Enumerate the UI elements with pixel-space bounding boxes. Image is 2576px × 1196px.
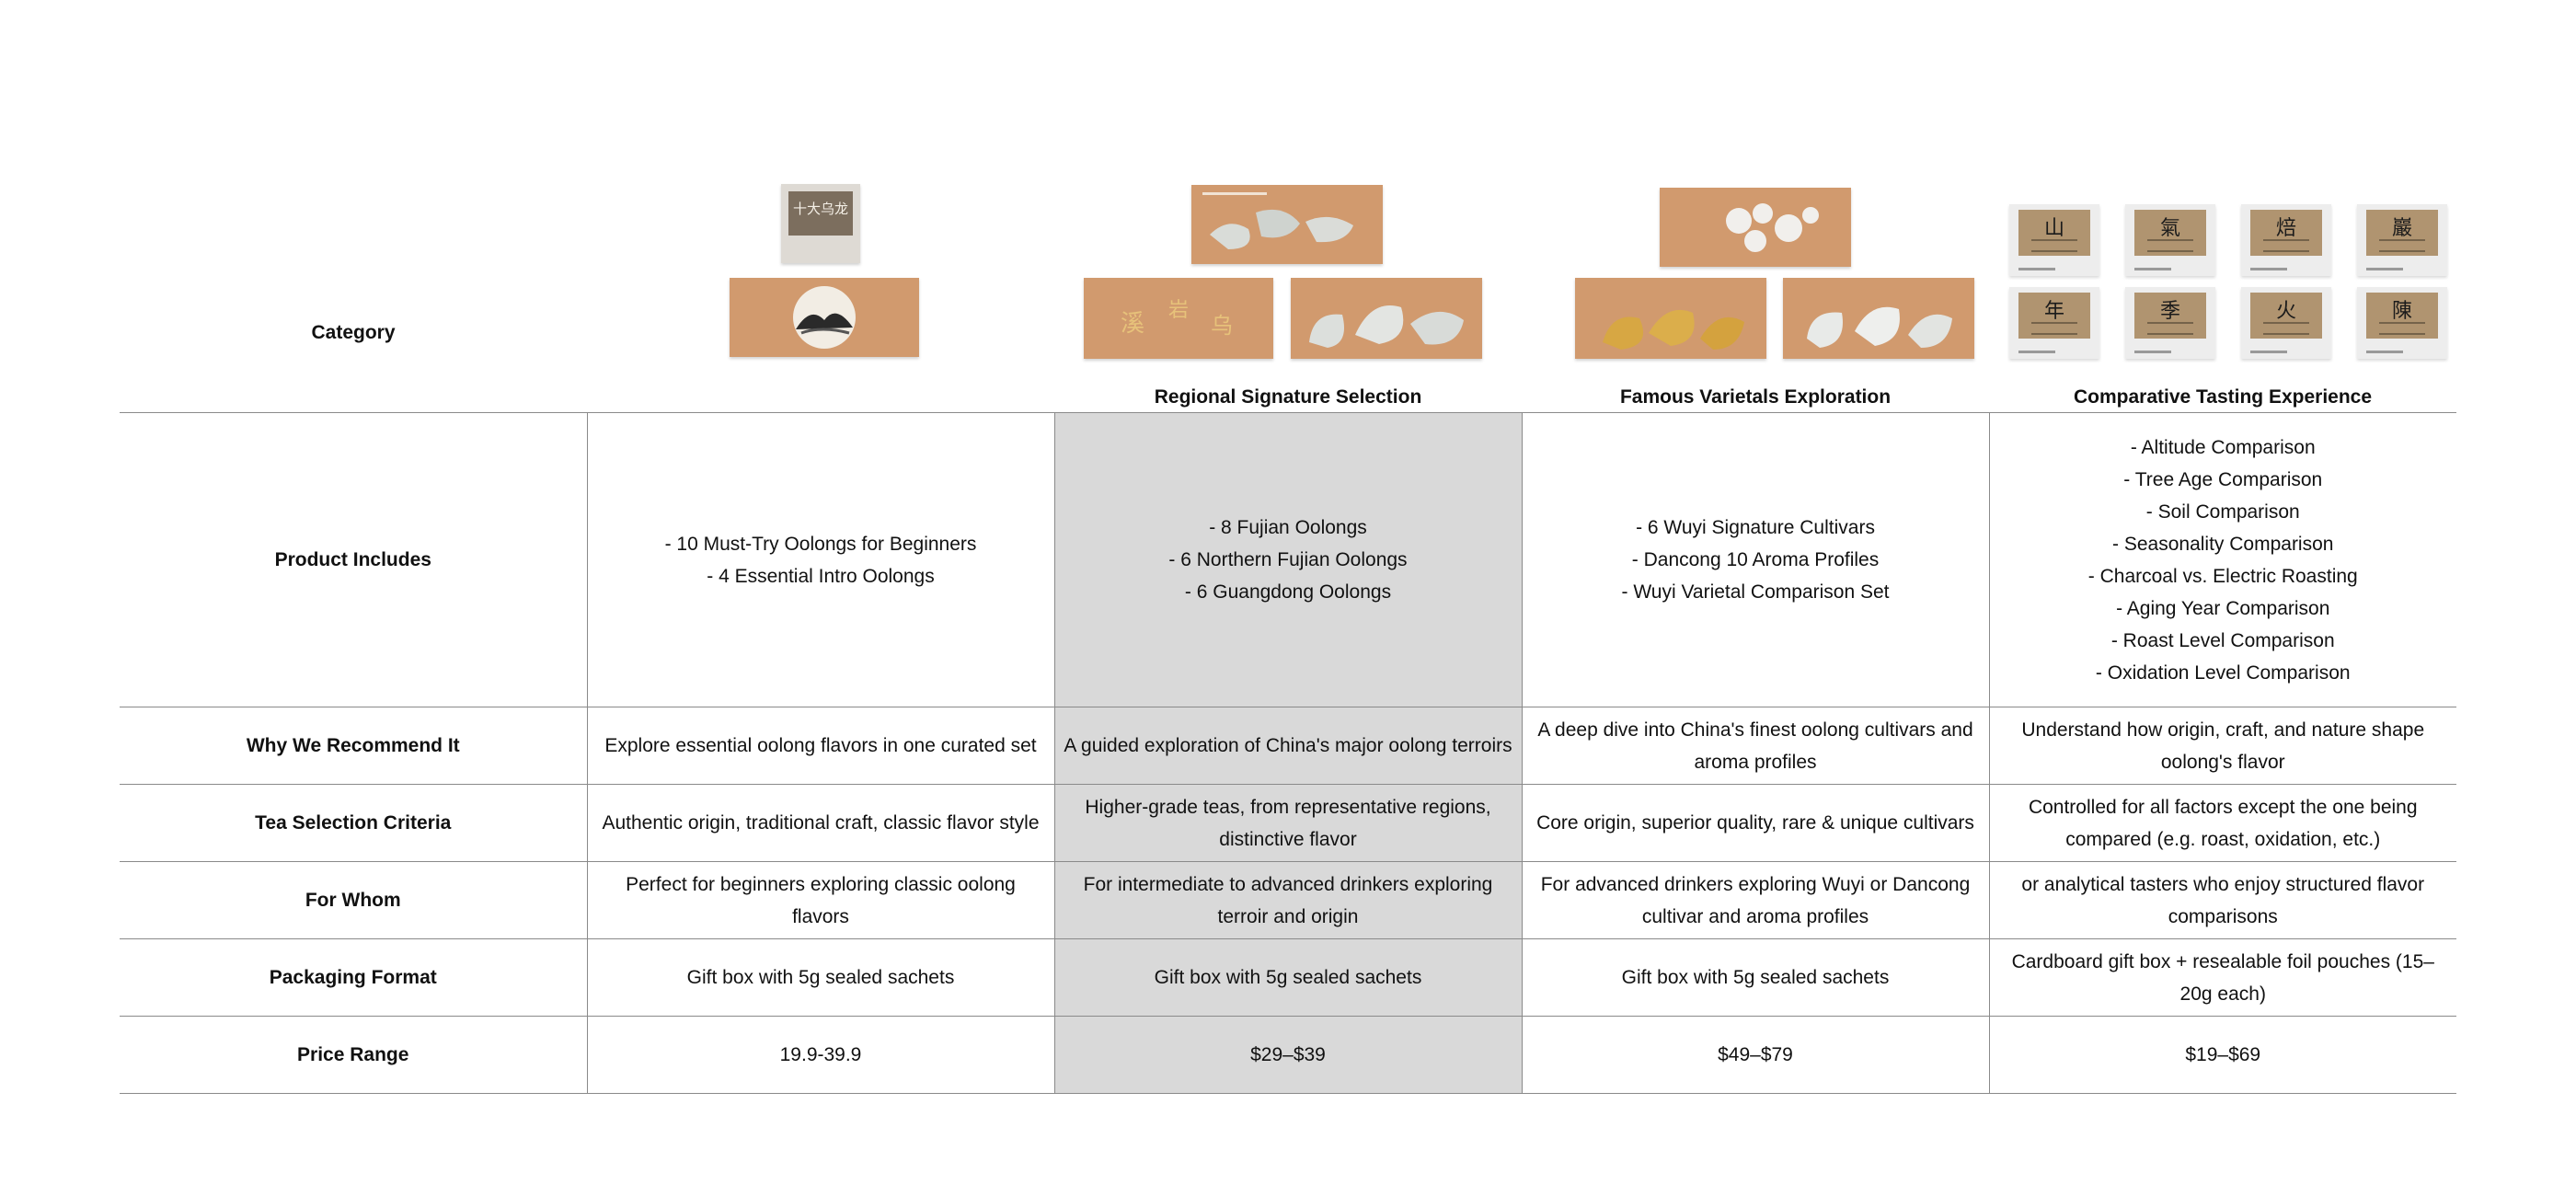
table-row: Tea Selection Criteria Authentic origin,… (120, 784, 2456, 862)
svg-text:岩: 岩 (1168, 299, 1189, 322)
category-label: Category (311, 322, 396, 343)
includes-cell-varietals: - 6 Wuyi Signature Cultivars - Dancong 1… (1521, 412, 1989, 707)
header-column-varietals (1522, 166, 1989, 412)
svg-text:乌: 乌 (1211, 313, 1233, 339)
include-item: - 4 Essential Intro Oolongs (707, 565, 935, 587)
column-title-varietals: Famous Varietals Exploration (1619, 386, 1892, 408)
include-item: - Wuyi Varietal Comparison Set (1621, 581, 1890, 603)
table-cell: Gift box with 5g sealed sachets (1521, 938, 1989, 1017)
table-row: Price Range 19.9-39.9 $29–$39 $49–$79 $1… (120, 1016, 2456, 1094)
table-cell: For advanced drinkers exploring Wuyi or … (1521, 861, 1989, 939)
includes-cell-comparison: - Altitude Comparison - Tree Age Compari… (1988, 412, 2456, 707)
include-item: - 6 Wuyi Signature Cultivars (1636, 517, 1875, 538)
include-item: - Charcoal vs. Electric Roasting (2087, 565, 2358, 587)
header-column-comparison: 山 氣 焙 巖 年 季 火 陳 (1989, 166, 2456, 412)
include-item: - Soil Comparison (2145, 500, 2300, 523)
includes-cell-beginner: - 10 Must-Try Oolongs for Beginners - 4 … (586, 412, 1054, 707)
comparison-table: Product Includes - 10 Must-Try Oolongs f… (120, 412, 2456, 1094)
include-item: - Dancong 10 Aroma Profiles (1631, 549, 1880, 570)
row-label-for-whom: For Whom (120, 861, 587, 939)
pouch-glyph: 季 (2159, 300, 2180, 323)
row-label-price: Price Range (120, 1016, 587, 1094)
pouch-glyph: 氣 (2159, 217, 2180, 240)
header-column-regional: 溪 岩 乌 (1054, 166, 1522, 412)
header-label-column: Category (120, 166, 587, 412)
table-cell: Authentic origin, traditional craft, cla… (586, 784, 1054, 862)
column-title-comparison: Comparative Tasting Experience (2073, 386, 2373, 408)
include-item: - Roast Level Comparison (2110, 629, 2335, 651)
include-item: - Altitude Comparison (2130, 436, 2316, 458)
pouch-glyph: 火 (2275, 300, 2296, 323)
table-row: Why We Recommend It Explore essential oo… (120, 707, 2456, 785)
pouch-glyph: 巖 (2391, 217, 2412, 240)
svg-text:溪: 溪 (1121, 310, 1144, 338)
table-cell: or analytical tasters who enjoy structur… (1988, 861, 2456, 939)
include-item: - 8 Fujian Oolongs (1209, 517, 1367, 538)
column-title-regional: Regional Signature Selection (1154, 386, 1422, 408)
includes-cell-regional: - 8 Fujian Oolongs - 6 Northern Fujian O… (1053, 412, 1522, 707)
table-row: For Whom Perfect for beginners exploring… (120, 861, 2456, 939)
pouch-glyph: 焙 (2275, 217, 2296, 240)
table-cell: Higher-grade teas, from representative r… (1053, 784, 1522, 862)
table-cell: Gift box with 5g sealed sachets (1053, 938, 1522, 1017)
table-cell: $19–$69 (1988, 1016, 2456, 1094)
include-item: - 6 Guangdong Oolongs (1184, 581, 1392, 603)
table-cell: 19.9-39.9 (586, 1016, 1054, 1094)
table-cell: Understand how origin, craft, and nature… (1988, 707, 2456, 785)
pouch-glyph: 陳 (2391, 300, 2412, 323)
table-cell: A deep dive into China's finest oolong c… (1521, 707, 1989, 785)
pouch-glyph: 年 (2043, 300, 2064, 323)
table-cell: $49–$79 (1521, 1016, 1989, 1094)
table-cell: Perfect for beginners exploring classic … (586, 861, 1054, 939)
table-cell: Gift box with 5g sealed sachets (586, 938, 1054, 1017)
include-item: - Aging Year Comparison (2116, 597, 2330, 619)
row-label-packaging: Packaging Format (120, 938, 587, 1017)
table-cell: Core origin, superior quality, rare & un… (1521, 784, 1989, 862)
include-item: - Seasonality Comparison (2112, 533, 2334, 555)
table-cell: For intermediate to advanced drinkers ex… (1053, 861, 1522, 939)
table-cell: Controlled for all factors except the on… (1988, 784, 2456, 862)
row-label-product-includes: Product Includes (120, 412, 587, 707)
table-cell: A guided exploration of China's major oo… (1053, 707, 1522, 785)
pouch-glyph: 山 (2043, 217, 2064, 240)
table-row: Product Includes - 10 Must-Try Oolongs f… (120, 412, 2456, 707)
table-cell: Cardboard gift box + resealable foil pou… (1988, 938, 2456, 1017)
include-item: - 6 Northern Fujian Oolongs (1168, 549, 1408, 570)
row-label-why: Why We Recommend It (120, 707, 587, 785)
table-cell: $29–$39 (1053, 1016, 1522, 1094)
box-stamp-text: 十大乌龙 (792, 201, 848, 217)
header-column-beginner: 十大乌龙 (587, 166, 1054, 412)
include-item: - Tree Age Comparison (2123, 468, 2323, 490)
table-row: Packaging Format Gift box with 5g sealed… (120, 938, 2456, 1017)
table-header: Category 十大乌龙 (120, 166, 2456, 412)
table-cell: Explore essential oolong flavors in one … (586, 707, 1054, 785)
row-label-criteria: Tea Selection Criteria (120, 784, 587, 862)
include-item: - Oxidation Level Comparison (2095, 661, 2351, 684)
include-item: - 10 Must-Try Oolongs for Beginners (664, 533, 977, 555)
